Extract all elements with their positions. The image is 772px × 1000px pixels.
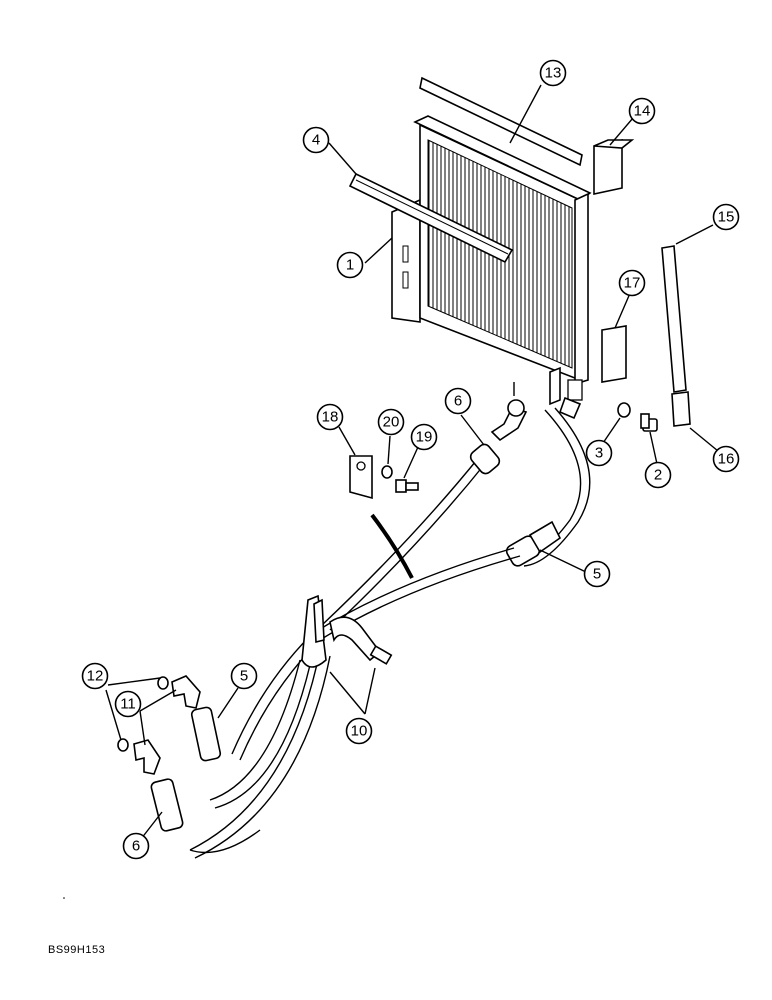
side-seal-strip xyxy=(348,172,514,264)
upper-hose xyxy=(321,382,528,631)
callout-1: 1 xyxy=(336,251,364,279)
speck xyxy=(63,897,65,899)
callout-18: 18 xyxy=(316,403,344,431)
vertical-seal-strip xyxy=(661,245,687,393)
o-rings xyxy=(117,676,169,752)
hose-fitting xyxy=(505,396,591,567)
callout-15: 15 xyxy=(712,203,740,231)
callout-label: 4 xyxy=(312,132,320,149)
nut xyxy=(617,402,631,418)
callout-2: 2 xyxy=(644,461,672,489)
callout-3: 3 xyxy=(585,439,613,467)
callout-label: 5 xyxy=(240,668,248,685)
callout-5: 5 xyxy=(230,662,258,690)
callout-12: 12 xyxy=(81,662,109,690)
lower-hose-end xyxy=(189,649,331,859)
foam-block xyxy=(593,139,635,195)
lock-washer xyxy=(381,465,393,479)
callout-19: 19 xyxy=(410,423,438,451)
callout-label: 17 xyxy=(624,275,641,292)
foam-pad xyxy=(601,325,627,383)
callout-label: 18 xyxy=(322,409,339,426)
callout-label: 16 xyxy=(718,451,735,468)
callout-11: 11 xyxy=(114,690,142,718)
figure-code: BS99H153 xyxy=(48,944,106,956)
hose-ends xyxy=(150,706,222,832)
callout-16: 16 xyxy=(712,445,740,473)
callout-5: 5 xyxy=(583,560,611,588)
callout-4: 4 xyxy=(302,126,330,154)
callout-label: 2 xyxy=(654,467,662,484)
hose-clamps xyxy=(301,594,393,668)
callout-label: 5 xyxy=(593,566,601,583)
leader-lines xyxy=(105,84,719,840)
callout-label: 20 xyxy=(383,414,400,431)
lower-seal-strip xyxy=(671,391,691,427)
top-seal-strip xyxy=(419,76,583,167)
callout-label: 1 xyxy=(346,257,354,274)
callout-label: 3 xyxy=(595,445,603,462)
callout-label: 15 xyxy=(718,209,735,226)
callout-label: 12 xyxy=(87,668,104,685)
motion-arc xyxy=(370,513,414,579)
elbow-fittings xyxy=(133,675,201,775)
callout-label: 19 xyxy=(416,429,433,446)
callout-20: 20 xyxy=(377,408,405,436)
callout-17: 17 xyxy=(618,269,646,297)
callout-label: 13 xyxy=(545,65,562,82)
hose-clamp-bracket xyxy=(349,455,373,500)
callout-13: 13 xyxy=(539,59,567,87)
callout-label: 6 xyxy=(454,393,462,410)
callout-14: 14 xyxy=(628,97,656,125)
oil-cooler-core xyxy=(391,115,592,406)
cap-screw xyxy=(640,413,658,432)
callout-6: 6 xyxy=(122,832,150,860)
callout-6: 6 xyxy=(444,387,472,415)
callout-label: 11 xyxy=(120,696,136,713)
bolt xyxy=(395,479,419,493)
callout-label: 14 xyxy=(634,103,651,120)
callout-label: 6 xyxy=(132,838,140,855)
callout-label: 10 xyxy=(351,723,368,740)
callout-10: 10 xyxy=(345,717,373,745)
